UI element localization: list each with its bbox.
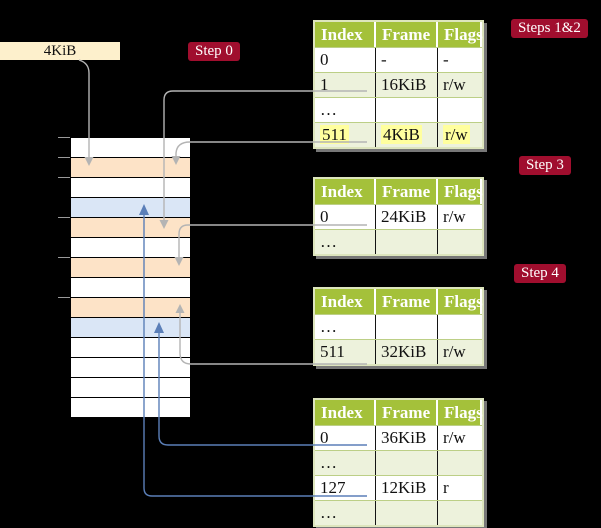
header-cell-flags: Flags [438, 22, 483, 47]
header-cell-flags: Flags [438, 179, 483, 204]
memory-row-7 [71, 278, 190, 298]
table-cell: r/w [443, 75, 466, 94]
header-cell-flags: Flags [438, 289, 483, 314]
memory-tick [58, 137, 70, 138]
memory-row-12 [71, 378, 190, 398]
physical-memory-column [71, 137, 190, 418]
table-cell: 511 [315, 123, 376, 147]
table-row: 0-- [315, 47, 482, 72]
header-cell-index: Index [315, 400, 376, 425]
table-cell [376, 98, 438, 122]
header-cell-frame: Frame [376, 289, 438, 314]
table-cell: 4KiB [376, 123, 438, 147]
badge-step-0: Step 0 [188, 42, 240, 61]
memory-tick [58, 297, 70, 298]
badge-steps-1-2: Steps 1&2 [511, 19, 588, 38]
memory-row-10 [71, 338, 190, 358]
badge-step-4: Step 4 [514, 264, 566, 283]
table-cell: … [315, 98, 376, 122]
memory-row-0 [71, 138, 190, 158]
table-row: … [315, 229, 482, 254]
table-cell: 36KiB [376, 426, 438, 450]
table-cell: r/w [443, 207, 466, 226]
table-cell [438, 315, 480, 339]
highlighted-value: 511 [320, 125, 349, 144]
table-cell: 32KiB [376, 340, 438, 364]
table-cell [438, 501, 480, 525]
memory-tick [58, 177, 70, 178]
table-cell: 0 [315, 48, 376, 72]
header-cell-flags: Flags [438, 400, 483, 425]
table-row: … [315, 97, 482, 122]
table-cell: 511 [315, 340, 376, 364]
table-cell: r/w [443, 428, 466, 447]
table-cell: … [315, 315, 376, 339]
highlighted-value: 4KiB [381, 125, 422, 144]
table-cell: - [376, 48, 438, 72]
table-cell [376, 451, 438, 475]
memory-row-9 [71, 318, 190, 338]
table-row: … [315, 450, 482, 475]
table-cell: 0 [315, 205, 376, 229]
memory-row-8 [71, 298, 190, 318]
badge-step-3: Step 3 [519, 156, 571, 175]
memory-row-11 [71, 358, 190, 378]
memory-row-4 [71, 218, 190, 238]
table-cell: r [443, 478, 449, 497]
table-cell: 12KiB [376, 476, 438, 500]
memory-row-1 [71, 158, 190, 178]
table-cell: … [315, 451, 376, 475]
table-cell: r/w [443, 342, 466, 361]
table-cell: 0 [315, 426, 376, 450]
table-row: … [315, 314, 482, 339]
table-cell [438, 451, 480, 475]
table-cell [438, 230, 480, 254]
header-cell-frame: Frame [376, 400, 438, 425]
memory-tick [58, 217, 70, 218]
memory-row-6 [71, 258, 190, 278]
memory-tick [58, 157, 70, 158]
table-cell [376, 230, 438, 254]
table-cell: 1 [315, 73, 376, 97]
memory-tick [58, 257, 70, 258]
memory-row-3 [71, 198, 190, 218]
memory-row-5 [71, 238, 190, 258]
header-cell-frame: Frame [376, 22, 438, 47]
header-cell-index: Index [315, 289, 376, 314]
table-cell: 16KiB [376, 73, 438, 97]
table-cell: 127 [315, 476, 376, 500]
table-cell: … [315, 501, 376, 525]
table-row: … [315, 500, 482, 525]
table-cell: … [315, 230, 376, 254]
table-cell [376, 501, 438, 525]
memory-row-13 [71, 398, 190, 418]
highlighted-value: r/w [443, 125, 470, 144]
header-cell-frame: Frame [376, 179, 438, 204]
header-cell-index: Index [315, 179, 376, 204]
header-cell-index: Index [315, 22, 376, 47]
memory-row-2 [71, 178, 190, 198]
table-cell: r/w [438, 123, 480, 147]
table-cell: 24KiB [376, 205, 438, 229]
table-cell [438, 98, 480, 122]
table-cell [376, 315, 438, 339]
table-row: 511 4KiB r/w [315, 122, 482, 147]
frame-size-label: 4KiB [0, 42, 120, 60]
table-cell: - [443, 50, 449, 69]
